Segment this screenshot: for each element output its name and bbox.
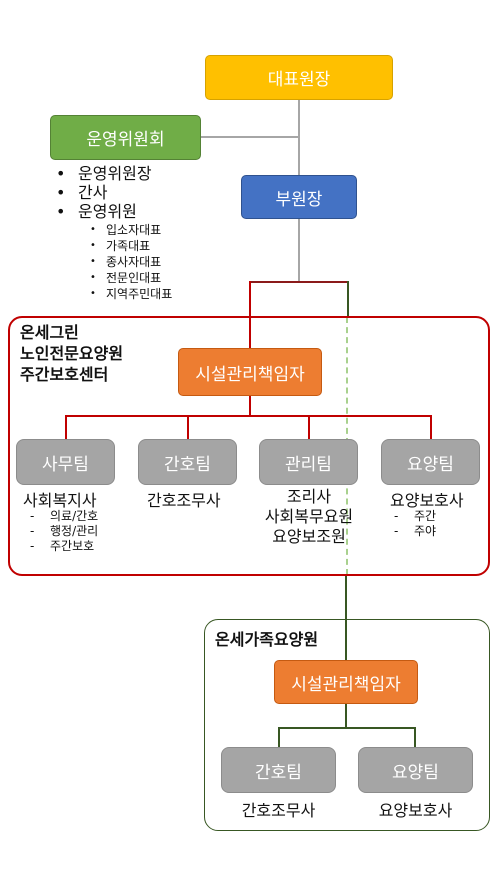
connector-center2-vertical-bottom — [345, 575, 347, 661]
center2-connector-team2 — [414, 727, 416, 747]
center1-team-care: 요양팀 — [381, 439, 480, 485]
center2-team-care: 요양팀 — [358, 747, 473, 793]
connector-center2-vertical-top — [347, 281, 349, 317]
center1-connector-horizontal — [65, 415, 432, 417]
center1-connector-team3 — [308, 415, 310, 439]
committee-sub-member: 전문인대표 — [84, 270, 172, 286]
center2-title: 온세가족요양원 — [215, 630, 319, 649]
center2-connector-team1 — [278, 727, 280, 747]
care-detail: 주간 — [394, 509, 436, 524]
office-detail: 주간보호 — [30, 539, 98, 554]
committee-member: 운영위원 — [50, 202, 152, 221]
connector-split-horizontal — [249, 281, 348, 283]
committee-member-list: 운영위원장 간사 운영위원 — [50, 164, 152, 221]
center2-connector-manager — [345, 704, 347, 728]
center2-care-role: 요양보호사 — [378, 801, 453, 820]
committee-sub-member: 입소자대표 — [84, 222, 172, 238]
center1-office-role: 사회복지사 — [23, 491, 97, 510]
center1-frame — [8, 316, 490, 576]
center1-care-details: 주간 주야 — [394, 509, 436, 539]
connector-center1-vertical — [249, 281, 251, 348]
office-detail: 의료/간호 — [30, 509, 98, 524]
center1-connector-team4 — [430, 415, 432, 439]
committee-sub-member: 종사자대표 — [84, 254, 172, 270]
connector-committee — [201, 136, 299, 138]
management-role: 사회복무요원 — [264, 507, 354, 526]
committee-sub-member: 가족대표 — [84, 238, 172, 254]
care-detail: 주야 — [394, 524, 436, 539]
center1-connector-team1 — [65, 415, 67, 439]
center2-connector-horizontal — [278, 727, 416, 729]
center1-manager-box: 시설관리책임자 — [178, 348, 322, 396]
center1-title: 온세그린 노인전문요양원 주간보호센터 — [20, 323, 124, 384]
center1-team-nursing: 간호팀 — [138, 439, 237, 485]
center1-care-role: 요양보호사 — [390, 491, 464, 510]
connector-ceo-vice — [298, 100, 300, 176]
center2-manager-box: 시설관리책임자 — [274, 660, 418, 704]
center1-office-details: 의료/간호 행정/관리 주간보호 — [30, 509, 98, 554]
committee-member: 운영위원장 — [50, 164, 152, 183]
management-role: 조리사 — [286, 487, 332, 506]
office-detail: 행정/관리 — [30, 524, 98, 539]
vice-director-box: 부원장 — [241, 175, 357, 219]
connector-vice-split — [298, 219, 300, 281]
center1-connector-manager — [249, 396, 251, 416]
center2-frame — [204, 619, 490, 831]
center1-team-office: 사무팀 — [16, 439, 115, 485]
committee-sub-list: 입소자대표 가족대표 종사자대표 전문인대표 지역주민대표 — [84, 222, 172, 302]
management-role: 요양보조원 — [272, 527, 346, 546]
center1-team-management: 관리팀 — [259, 439, 358, 485]
center1-nursing-role: 간호조무사 — [147, 491, 221, 510]
committee-member: 간사 — [50, 183, 152, 202]
ceo-box: 대표원장 — [205, 55, 393, 100]
center1-connector-team2 — [187, 415, 189, 439]
center1-management-roles: 조리사 사회복무요원 요양보조원 — [253, 487, 365, 547]
center2-nursing-role: 간호조무사 — [241, 801, 316, 820]
committee-box: 운영위원회 — [50, 115, 201, 160]
center2-team-nursing: 간호팀 — [221, 747, 336, 793]
committee-sub-member: 지역주민대표 — [84, 286, 172, 302]
